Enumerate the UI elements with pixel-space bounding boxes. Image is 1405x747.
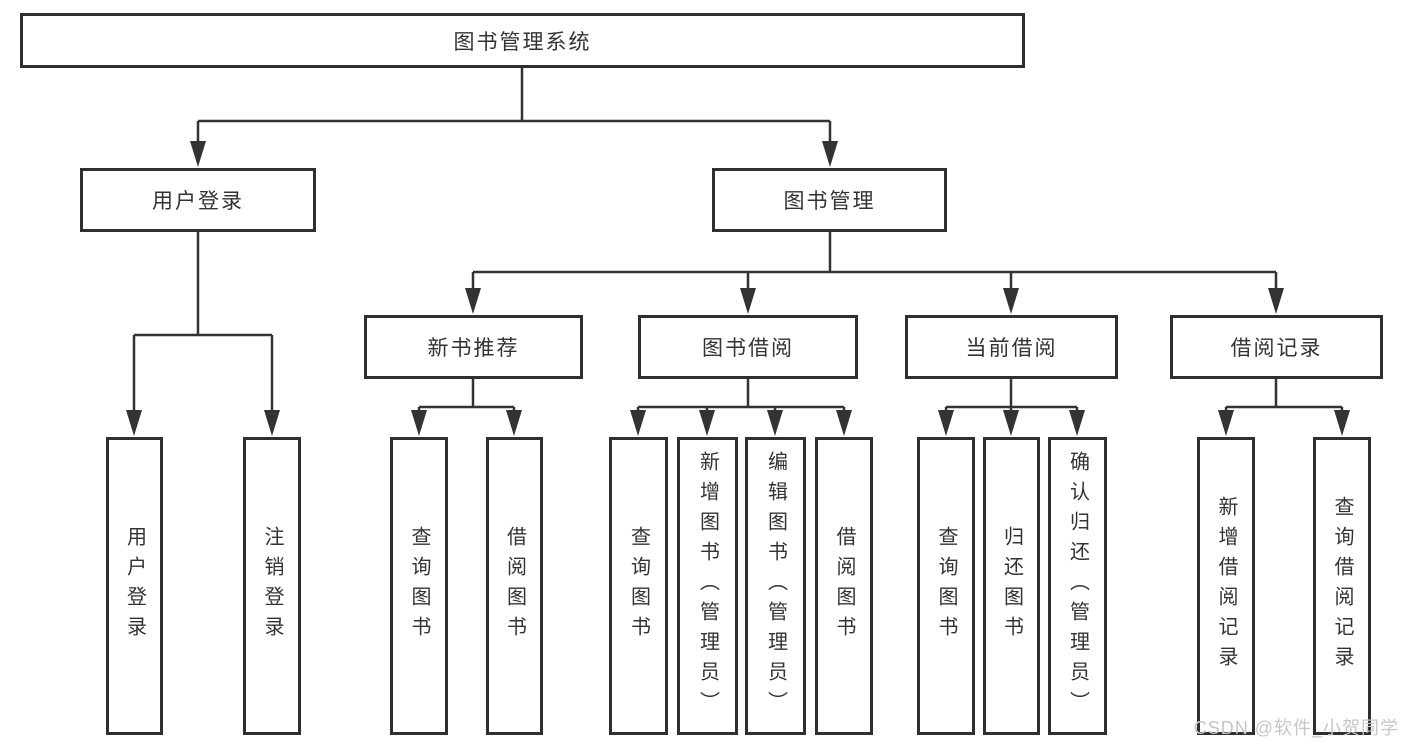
node-current-borrowing: 当前借阅 <box>905 315 1118 379</box>
node-user-login-label: 用户登录 <box>152 190 244 213</box>
arrowhead <box>190 141 206 167</box>
leaf-borrow-books-recommend: 借阅图书 <box>486 437 543 735</box>
arrowhead <box>822 141 838 167</box>
node-current-borrowing-label: 当前借阅 <box>965 337 1058 360</box>
leaf-add-borrow-record: 新增借阅记录 <box>1197 437 1255 735</box>
arrowhead <box>1003 410 1019 436</box>
leaf-query-books-borrowing-label: 查询图书 <box>627 526 650 646</box>
leaf-query-borrow-record: 查询借阅记录 <box>1313 437 1371 735</box>
leaf-logout: 注销登录 <box>243 437 301 735</box>
leaf-confirm-return-admin: 确认归还（管理员） <box>1048 437 1107 735</box>
arrowhead <box>1334 410 1350 436</box>
node-new-book-recommend-label: 新书推荐 <box>427 337 520 360</box>
arrowhead <box>1069 410 1085 436</box>
leaf-add-books-admin: 新增图书（管理员） <box>677 437 738 735</box>
arrowhead <box>506 410 522 436</box>
node-new-book-recommend: 新书推荐 <box>364 315 583 379</box>
leaf-query-books-current-label: 查询图书 <box>935 526 957 646</box>
leaf-query-borrow-record-label: 查询借阅记录 <box>1331 496 1353 676</box>
arrowhead <box>1268 288 1284 314</box>
node-book-management: 图书管理 <box>712 168 947 232</box>
leaf-add-books-admin-label: 新增图书（管理员） <box>696 451 719 721</box>
arrowhead <box>938 410 954 436</box>
connector-lines <box>132 68 1344 413</box>
leaf-query-books-recommend-label: 查询图书 <box>408 526 430 646</box>
node-library-system-label: 图书管理系统 <box>453 30 592 54</box>
leaf-return-books: 归还图书 <box>983 437 1040 735</box>
node-borrowing-records: 借阅记录 <box>1170 315 1383 379</box>
leaf-borrow-books: 借阅图书 <box>815 437 873 735</box>
arrowhead <box>630 410 646 436</box>
node-user-login: 用户登录 <box>80 168 316 232</box>
leaf-borrow-books-recommend-label: 借阅图书 <box>503 526 526 646</box>
csdn-watermark: CSDN @软件_小贺同学 <box>1193 718 1399 738</box>
leaf-return-books-label: 归还图书 <box>1000 526 1023 646</box>
arrowhead <box>1003 288 1019 314</box>
node-book-borrowing: 图书借阅 <box>638 315 858 379</box>
leaf-logout-label: 注销登录 <box>261 526 283 646</box>
arrowhead <box>699 410 715 436</box>
leaf-query-books-current: 查询图书 <box>917 437 975 735</box>
leaf-confirm-return-admin-label: 确认归还（管理员） <box>1066 451 1089 721</box>
leaf-borrow-books-label: 借阅图书 <box>833 526 855 646</box>
leaf-query-books-recommend: 查询图书 <box>390 437 448 735</box>
arrowhead <box>126 410 142 436</box>
node-borrowing-records-label: 借阅记录 <box>1230 337 1323 360</box>
arrowheads <box>126 141 1350 436</box>
node-book-borrowing-label: 图书借阅 <box>702 337 794 360</box>
leaf-query-books-borrowing: 查询图书 <box>609 437 668 735</box>
leaf-user-login-label: 用户登录 <box>123 526 146 646</box>
arrowhead <box>465 288 481 314</box>
arrowhead <box>1218 410 1234 436</box>
arrowhead <box>264 410 280 436</box>
arrowhead <box>411 410 427 436</box>
arrowhead <box>767 410 783 436</box>
arrowhead <box>836 410 852 436</box>
leaf-edit-books-admin: 编辑图书（管理员） <box>745 437 806 735</box>
leaf-edit-books-admin-label: 编辑图书（管理员） <box>764 451 787 721</box>
node-book-management-label: 图书管理 <box>783 190 876 213</box>
node-library-system: 图书管理系统 <box>20 13 1025 68</box>
arrowhead <box>740 288 756 314</box>
leaf-user-login: 用户登录 <box>106 437 163 735</box>
leaf-add-borrow-record-label: 新增借阅记录 <box>1215 496 1237 676</box>
